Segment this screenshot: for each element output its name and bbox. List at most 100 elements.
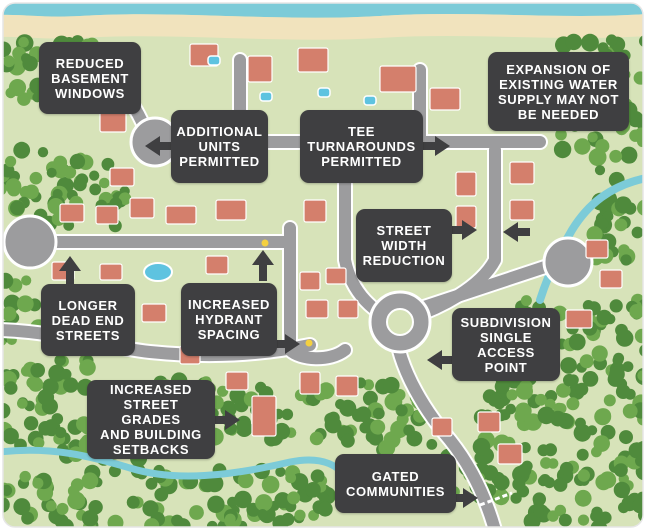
tree xyxy=(574,138,591,155)
tree xyxy=(234,490,252,509)
tree xyxy=(37,389,55,406)
tree xyxy=(16,295,34,313)
tree xyxy=(362,390,378,406)
tree xyxy=(560,357,577,374)
tree xyxy=(229,387,246,404)
tree xyxy=(568,333,586,351)
label-text: GATED COMMUNITIES xyxy=(345,468,446,499)
house-roof xyxy=(247,55,273,83)
cul-de-sac-west xyxy=(3,214,58,270)
tree xyxy=(482,465,499,481)
tree xyxy=(574,489,592,507)
tree xyxy=(614,218,628,232)
arrow-up-icon xyxy=(252,250,274,265)
tree xyxy=(558,513,572,527)
tree xyxy=(547,510,559,522)
house-roof xyxy=(379,65,417,93)
tree xyxy=(52,188,63,200)
tree xyxy=(69,153,86,170)
tree xyxy=(403,424,415,437)
arrow-right-icon xyxy=(455,494,465,502)
arrow-right-icon xyxy=(435,136,450,156)
tree xyxy=(537,406,556,425)
tree xyxy=(618,502,630,514)
tree xyxy=(189,505,204,520)
label-text: STREET WIDTH REDUCTION xyxy=(362,223,446,268)
tree xyxy=(21,511,34,525)
tree xyxy=(18,36,29,48)
label-tee-turnarounds-permitted: TEE TURNAROUNDS PERMITTED xyxy=(300,110,423,183)
house-roof xyxy=(497,443,523,465)
tree xyxy=(4,381,18,395)
tree xyxy=(33,437,45,449)
tree xyxy=(594,165,606,176)
tree xyxy=(59,518,74,527)
tree xyxy=(20,365,32,377)
tree xyxy=(523,512,541,527)
house-group xyxy=(51,43,623,465)
tree xyxy=(3,306,17,322)
pool xyxy=(259,91,273,102)
tree xyxy=(553,140,572,159)
tree xyxy=(633,71,643,85)
house-roof xyxy=(509,199,535,221)
house-roof xyxy=(99,111,127,133)
tree xyxy=(273,422,291,440)
tree xyxy=(36,484,54,502)
tree xyxy=(99,177,110,189)
tree xyxy=(553,477,568,492)
tree xyxy=(635,455,643,467)
label-reduced-basement-windows: REDUCED BASEMENT WINDOWS xyxy=(39,42,141,114)
tree xyxy=(317,501,333,517)
tree xyxy=(81,510,99,527)
tree xyxy=(634,127,643,143)
tree xyxy=(396,413,409,426)
tree xyxy=(56,502,69,515)
tree xyxy=(555,128,567,141)
tree xyxy=(207,495,225,513)
tree xyxy=(294,509,306,521)
tree xyxy=(24,184,39,200)
beach xyxy=(3,14,643,40)
tree xyxy=(32,477,44,489)
tree xyxy=(586,226,603,243)
house-roof xyxy=(429,87,461,111)
tree xyxy=(472,437,491,456)
arrow-right-icon xyxy=(462,220,477,240)
tree xyxy=(637,199,643,216)
tree xyxy=(516,382,533,400)
gate-line xyxy=(479,491,513,507)
tree xyxy=(609,299,623,313)
tree xyxy=(563,373,576,387)
tree xyxy=(537,444,550,457)
label-text: INCREASED STREET GRADES AND BUILDING SET… xyxy=(100,382,202,457)
tree xyxy=(575,382,589,396)
tree xyxy=(533,506,544,518)
tree xyxy=(281,408,294,421)
arrow-left-icon xyxy=(158,142,174,150)
tree xyxy=(632,498,643,514)
tree xyxy=(605,34,618,46)
tree xyxy=(512,477,526,491)
tree xyxy=(3,272,14,289)
tree xyxy=(524,413,542,431)
tree xyxy=(339,399,357,417)
label-gated-communities: GATED COMMUNITIES xyxy=(335,454,456,513)
tree xyxy=(506,389,518,401)
tree xyxy=(619,430,633,445)
tree xyxy=(588,148,607,167)
tree xyxy=(3,402,11,419)
tree xyxy=(272,515,289,527)
tree xyxy=(255,494,273,512)
house-roof xyxy=(325,267,347,285)
tree xyxy=(517,463,532,478)
tree xyxy=(19,470,31,483)
tree xyxy=(287,491,301,505)
label-text: REDUCED BASEMENT WINDOWS xyxy=(51,55,129,101)
tree xyxy=(514,409,527,423)
label-additional-units-permitted: ADDITIONAL UNITS PERMITTED xyxy=(171,110,268,183)
tree xyxy=(609,149,623,163)
arrow-right-icon xyxy=(225,410,240,430)
house-roof xyxy=(303,199,327,223)
